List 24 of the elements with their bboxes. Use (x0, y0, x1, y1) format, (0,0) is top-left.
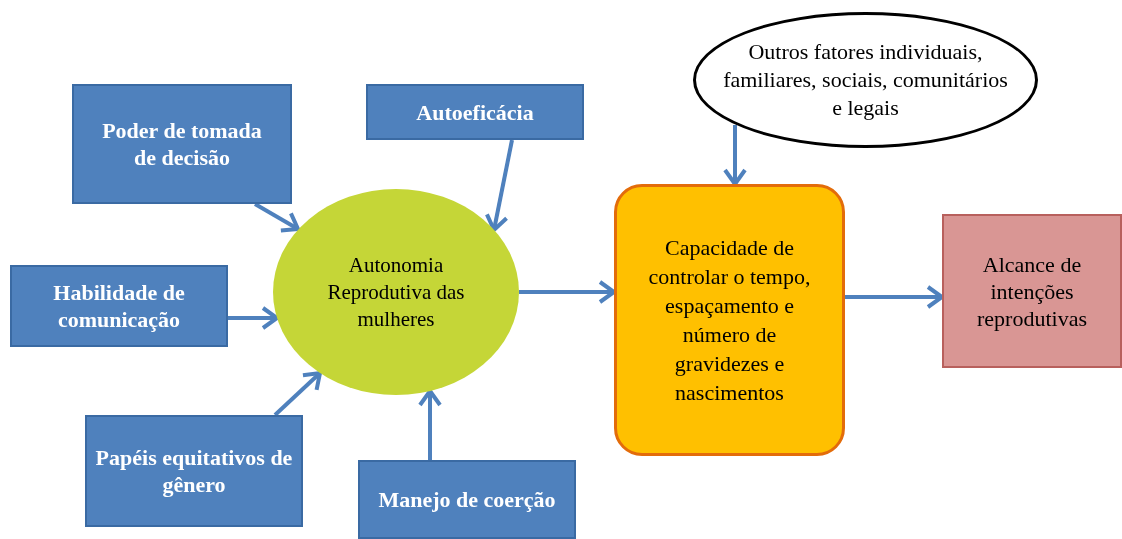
result-box (942, 214, 1122, 368)
outcome-box (614, 184, 845, 456)
node-text: Outros fatores individuais, familiares, sociais, comunitários e legais (722, 38, 1009, 122)
node-text: Manejo de coerção (378, 486, 556, 513)
arrow (519, 280, 616, 304)
arrow (254, 202, 300, 233)
arrow (418, 389, 442, 460)
factor-box (366, 84, 584, 140)
factor-box (358, 460, 576, 539)
node-text: Capacidade de controlar o tempo, espaçamento e número de gravidezes e nascimentos (647, 234, 812, 407)
factor-box (72, 84, 292, 204)
factor-box (85, 415, 303, 527)
node-text: Alcance de intenções reprodutivas (976, 250, 1088, 332)
arrow (723, 125, 747, 186)
arrow (484, 139, 514, 232)
node-text: Autoeficácia (416, 98, 534, 126)
node-text: Autonomia Reprodutiva das mulheres (326, 251, 466, 333)
node-text: Papéis equitativos de gênero (94, 444, 294, 498)
arrow (228, 306, 279, 330)
factor-box (10, 265, 228, 347)
arrow (273, 371, 322, 417)
node-text: Habilidade de comunicação (52, 279, 186, 333)
node-text: Poder de tomada de decisão (102, 117, 262, 171)
arrow (845, 285, 944, 309)
